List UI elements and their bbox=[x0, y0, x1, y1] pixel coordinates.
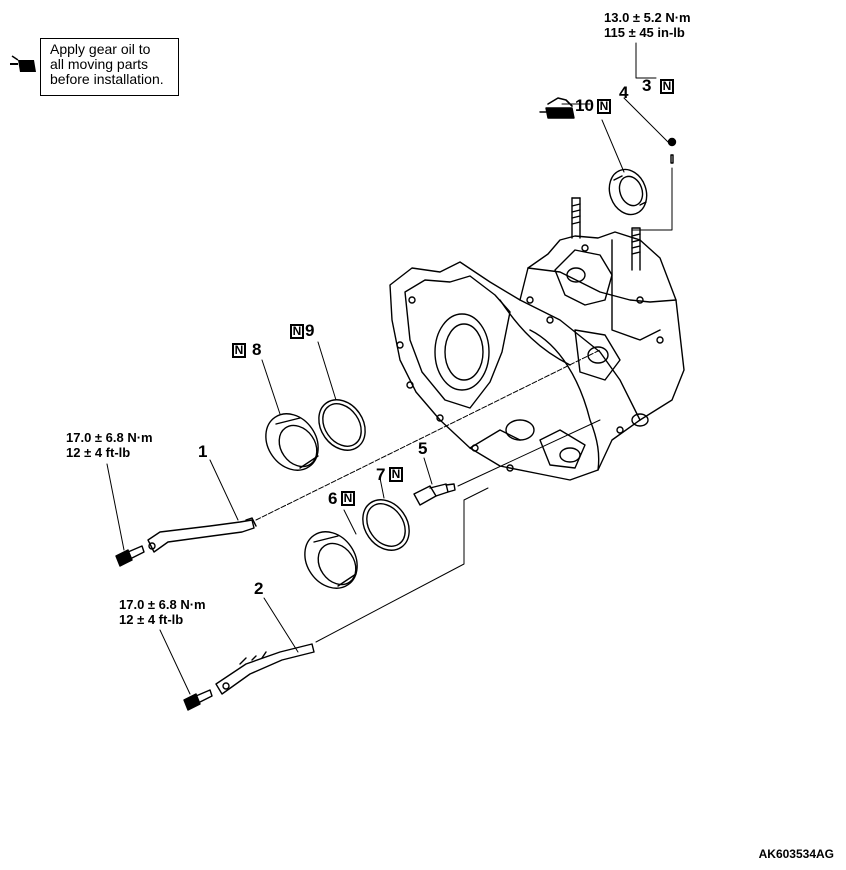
leader-lines bbox=[106, 42, 673, 695]
oil-can-icon bbox=[10, 55, 36, 72]
transmission-case bbox=[389, 231, 685, 481]
bearing-race-part-6 bbox=[304, 531, 358, 589]
gear-oil-note: Apply gear oil to all moving parts befor… bbox=[40, 38, 179, 96]
callout-7: 7 bbox=[376, 465, 386, 484]
callout-4: 4 bbox=[619, 83, 629, 102]
new-part-badge: N bbox=[597, 99, 611, 114]
callout-9: 9 bbox=[305, 321, 315, 340]
callout-8: 8 bbox=[252, 340, 262, 359]
new-part-badge: N bbox=[232, 343, 246, 358]
callout-10: 10 bbox=[575, 96, 594, 115]
callout-3: 3 bbox=[642, 76, 652, 95]
new-part-badge: N bbox=[341, 491, 355, 506]
figure-id: AK603534AG bbox=[758, 847, 834, 861]
new-part-badge: N bbox=[290, 324, 304, 339]
stud-bolt bbox=[571, 197, 641, 271]
new-part-badge: N bbox=[389, 467, 403, 482]
sensor-part-5 bbox=[413, 483, 456, 506]
oil-can-icon bbox=[539, 97, 575, 119]
callout-2: 2 bbox=[254, 579, 264, 598]
torque-spec: 17.0 ± 6.8 N·m 12 ± 4 ft-lb bbox=[66, 430, 153, 460]
bracket-part-2 bbox=[215, 643, 315, 695]
torque-spec: 17.0 ± 6.8 N·m 12 ± 4 ft-lb bbox=[119, 597, 206, 627]
new-part-badge: N bbox=[660, 79, 674, 94]
shim-part-7 bbox=[362, 499, 410, 551]
callout-6: 6 bbox=[328, 489, 338, 508]
callout-5: 5 bbox=[418, 439, 428, 458]
plug-part-3 bbox=[667, 137, 677, 164]
bracket-part-1 bbox=[147, 517, 257, 553]
torque-spec: 13.0 ± 5.2 N·m 115 ± 45 in-lb bbox=[604, 10, 691, 40]
bearing-race-part-8 bbox=[265, 413, 319, 471]
note-line: all moving parts bbox=[50, 56, 149, 72]
shim-part-9 bbox=[318, 399, 366, 451]
oil-seal-part-10 bbox=[608, 168, 648, 216]
note-line: before installation. bbox=[50, 71, 164, 87]
bolt bbox=[115, 545, 213, 711]
callout-1: 1 bbox=[198, 442, 208, 461]
note-line: Apply gear oil to bbox=[50, 41, 151, 57]
